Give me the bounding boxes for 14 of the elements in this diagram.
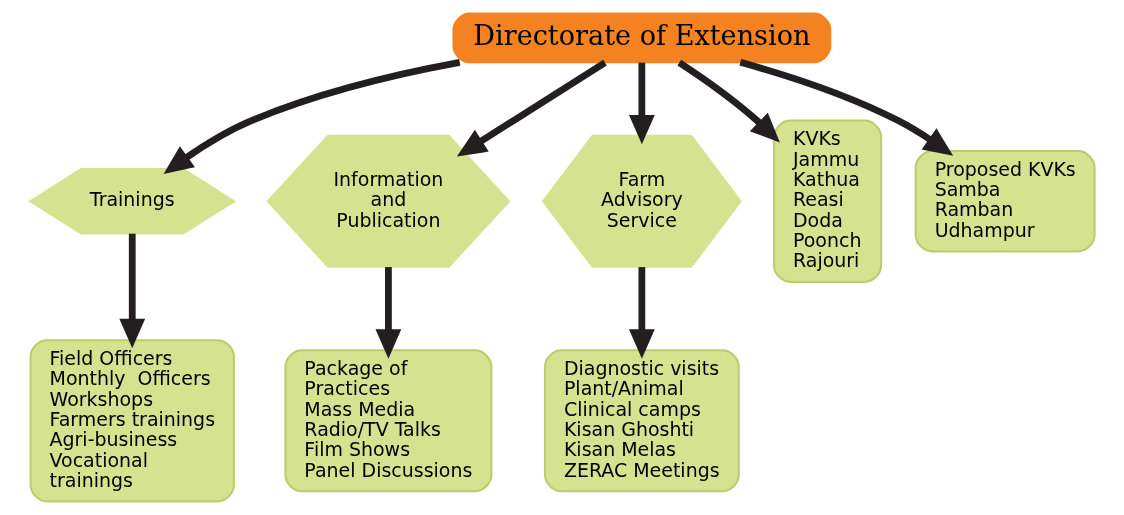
node-box: KVKs Jammu Kathua Reasi Doda Poonch Rajouri: [772, 119, 882, 283]
arrow: [456, 59, 607, 157]
node-box: Diagnostic visits Plant/Animal Clinical camps Kisan Ghoshti Kisan Melas ZERAC Meetings: [543, 349, 740, 493]
node-box: Proposed KVKs Samba Ramban Udhampur: [914, 150, 1096, 253]
node-box: Field Officers Monthly Officers Workshops Farmers trainings Agri-business Vocational trainings: [29, 339, 235, 503]
arrow: [163, 59, 460, 174]
arrow: [738, 59, 953, 156]
arrow: [628, 267, 655, 359]
node-box: Directorate of Extension: [451, 12, 831, 64]
arrow: [118, 233, 145, 349]
node-box: Package of Practices Mass Media Radio/TV Talks Film Shows Panel Discussions: [283, 349, 492, 493]
arrow: [628, 62, 655, 145]
arrow: [676, 59, 780, 143]
arrow: [375, 267, 401, 359]
